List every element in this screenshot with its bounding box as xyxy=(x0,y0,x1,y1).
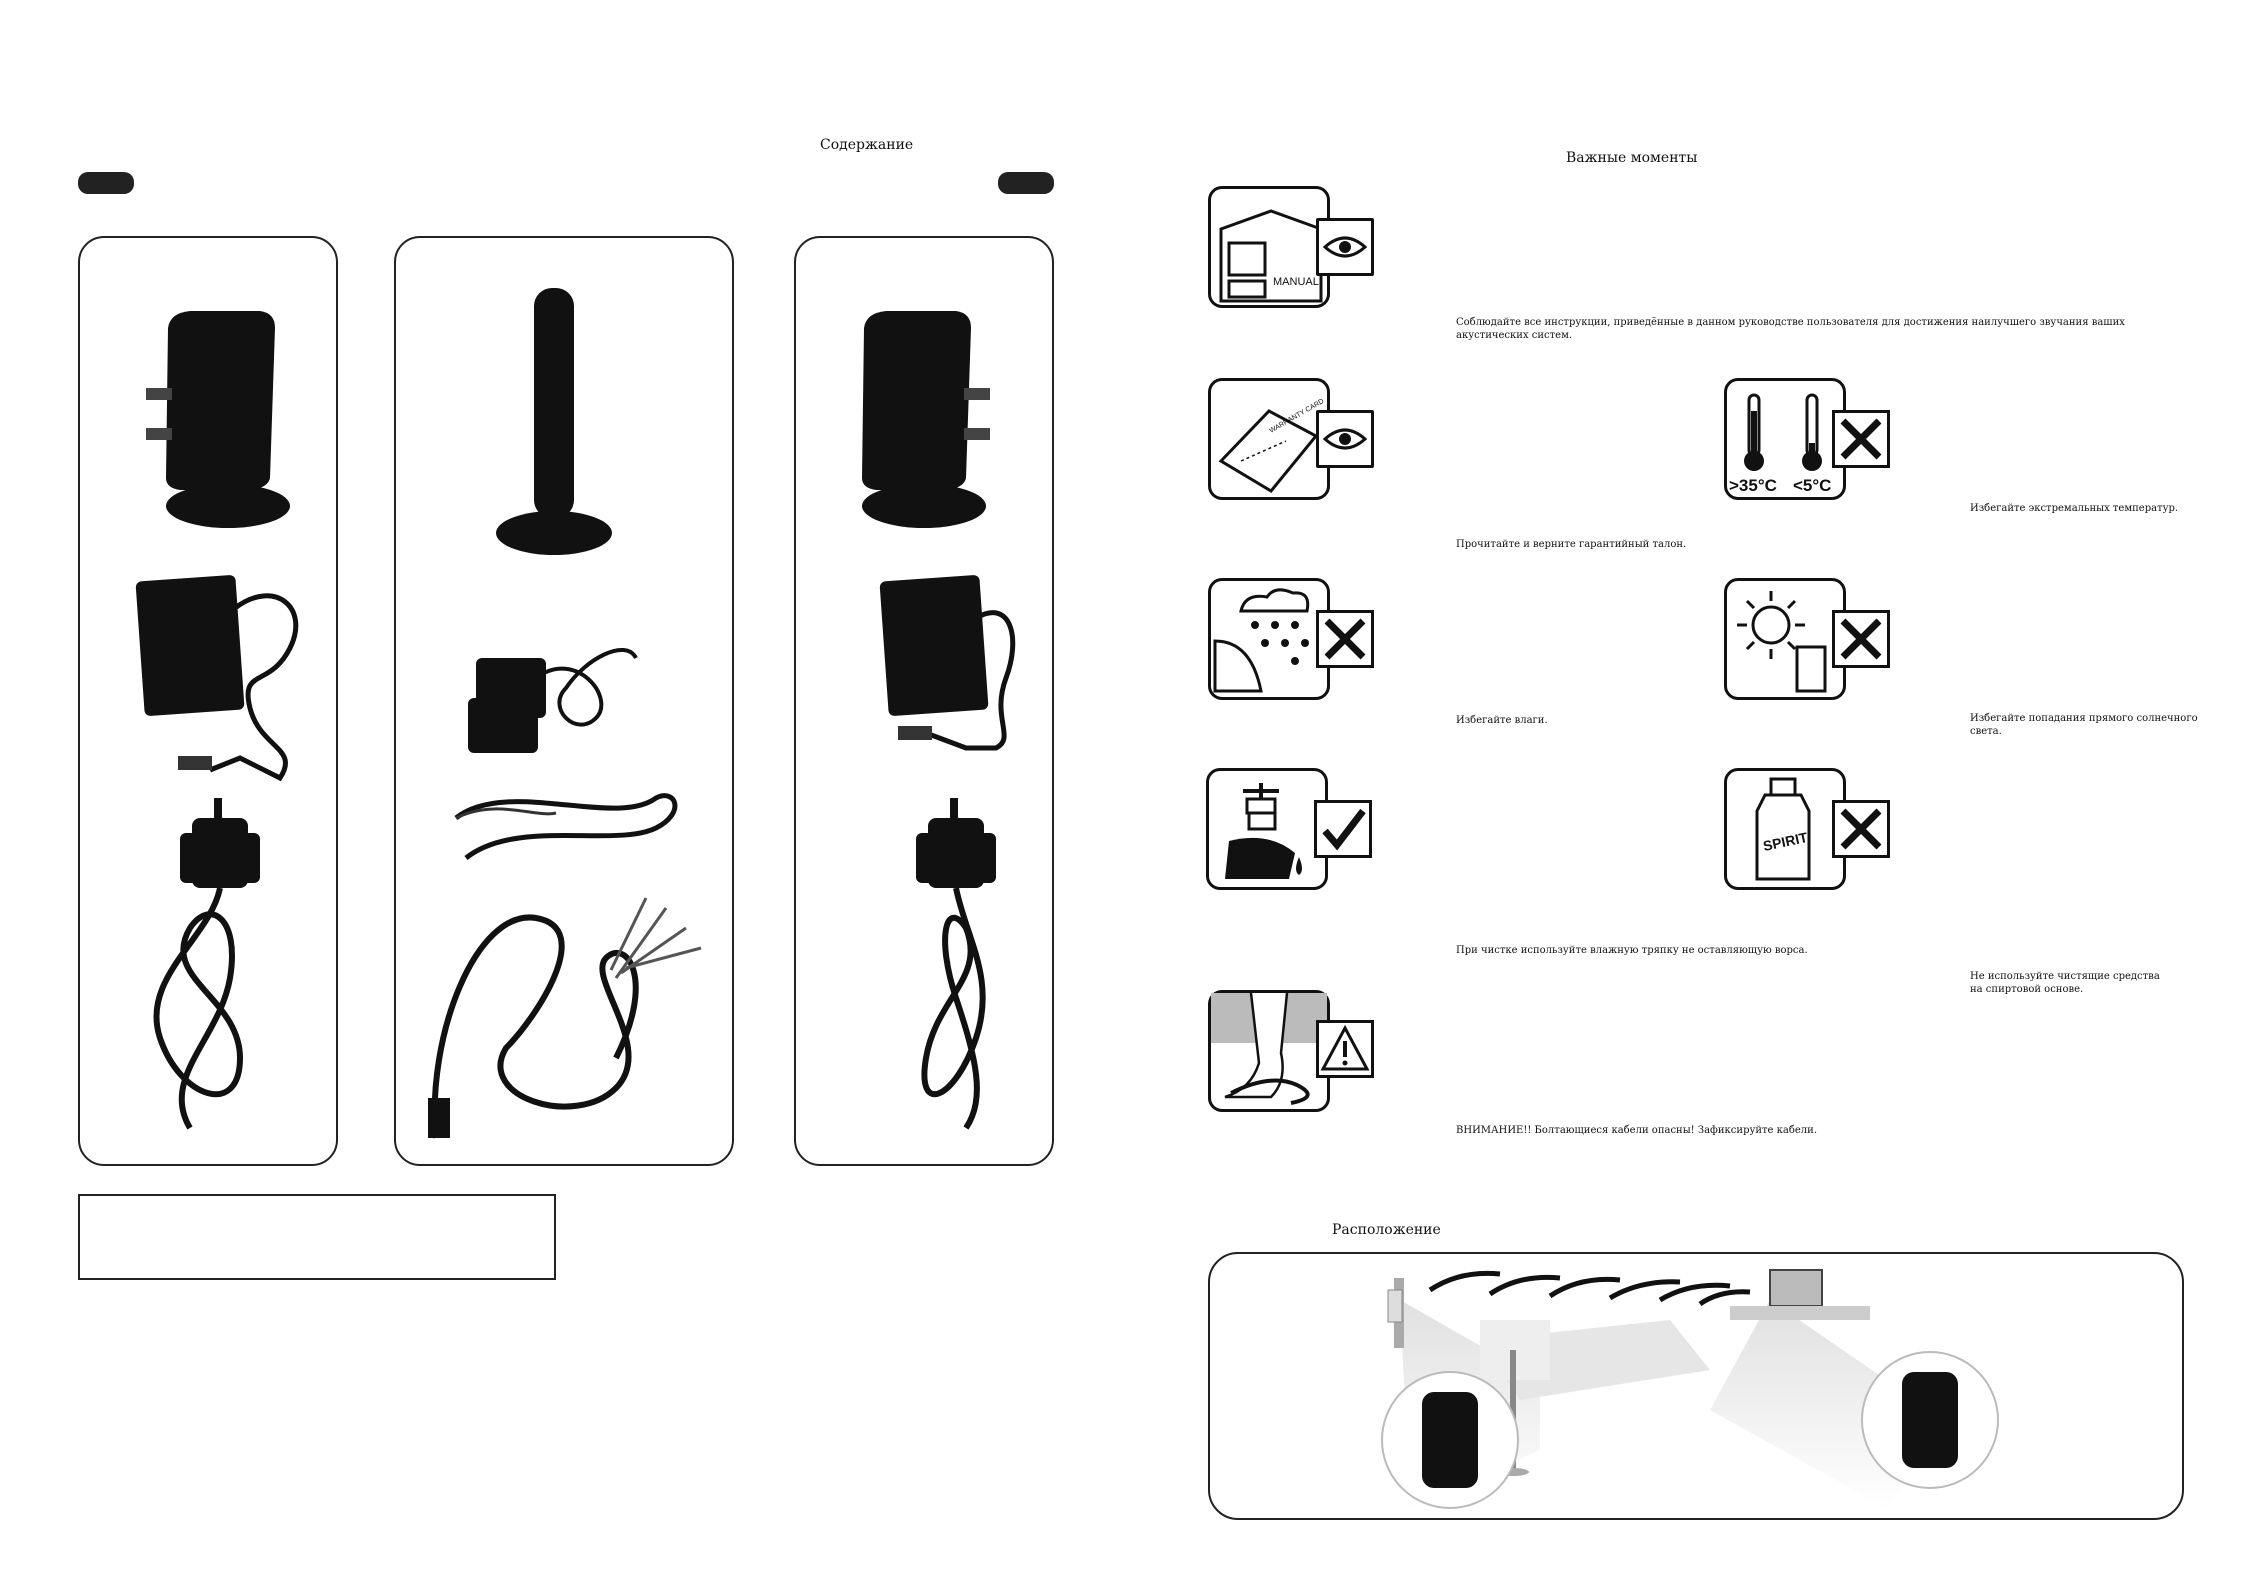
note-warranty: Прочитайте и верните гарантийный талон. xyxy=(1456,539,1687,550)
manual-icon-label: MANUAL xyxy=(1273,276,1319,288)
left-tab-marker xyxy=(78,172,134,194)
sun-icon xyxy=(1724,578,1846,700)
note-manual: Соблюдайте все инструкции, приведённые в… xyxy=(1456,317,2125,341)
transmitter-unit-image xyxy=(428,288,702,1139)
prohibited-x-icon-2 xyxy=(1316,610,1374,668)
note-sunlight: Избегайте попадания прямого солнечного с… xyxy=(1970,713,2198,737)
contents-title: Содержание xyxy=(820,137,914,153)
eye-icon xyxy=(1316,218,1374,276)
speaker-unit-image xyxy=(135,311,299,1130)
placement-panel xyxy=(1208,1252,2184,1520)
prohibited-x-icon-3 xyxy=(1832,610,1890,668)
room-placement-illustration xyxy=(1381,1269,1999,1510)
warranty-card-icon: WARRANTY CARD xyxy=(1208,378,1330,500)
package-panel-left xyxy=(78,236,338,1166)
note-moisture: Избегайте влаги. xyxy=(1456,715,1548,726)
checkmark-icon xyxy=(1314,800,1372,858)
note-temperature: Избегайте экстремальных температур. xyxy=(1970,503,2179,514)
spirit-bottle-icon: SPIRIT xyxy=(1724,768,1846,890)
prohibited-x-icon xyxy=(1832,410,1890,468)
notes-box xyxy=(78,1194,556,1280)
cable-trip-icon xyxy=(1208,990,1330,1112)
eye-icon-2 xyxy=(1316,410,1374,468)
placement-title: Расположение xyxy=(1332,1222,1441,1238)
tap-icon xyxy=(1206,768,1328,890)
speaker-unit-image-2 xyxy=(862,311,1016,1130)
temp-high-label: >35°C xyxy=(1729,476,1777,495)
spirit-label: SPIRIT xyxy=(1762,829,1810,854)
warning-triangle-icon xyxy=(1316,1020,1374,1078)
temp-low-label: <5°C xyxy=(1793,476,1831,495)
note-cables: ВНИМАНИЕ!! Болтающиеся кабели опасны! За… xyxy=(1456,1125,1817,1136)
important-title: Важные моменты xyxy=(1566,150,1698,166)
thermometer-icon: >35°C <5°C xyxy=(1724,378,1846,500)
prohibited-x-icon-4 xyxy=(1832,800,1890,858)
rain-icon xyxy=(1208,578,1330,700)
note-cleaning: При чистке используйте влажную тряпку не… xyxy=(1456,945,1808,956)
manual-icon: MANUAL xyxy=(1208,186,1330,308)
package-panel-right xyxy=(794,236,1054,1166)
package-panel-middle xyxy=(394,236,734,1166)
right-tab-marker xyxy=(998,172,1054,194)
note-spirit: Не используйте чистящие средства на спир… xyxy=(1970,971,2160,995)
